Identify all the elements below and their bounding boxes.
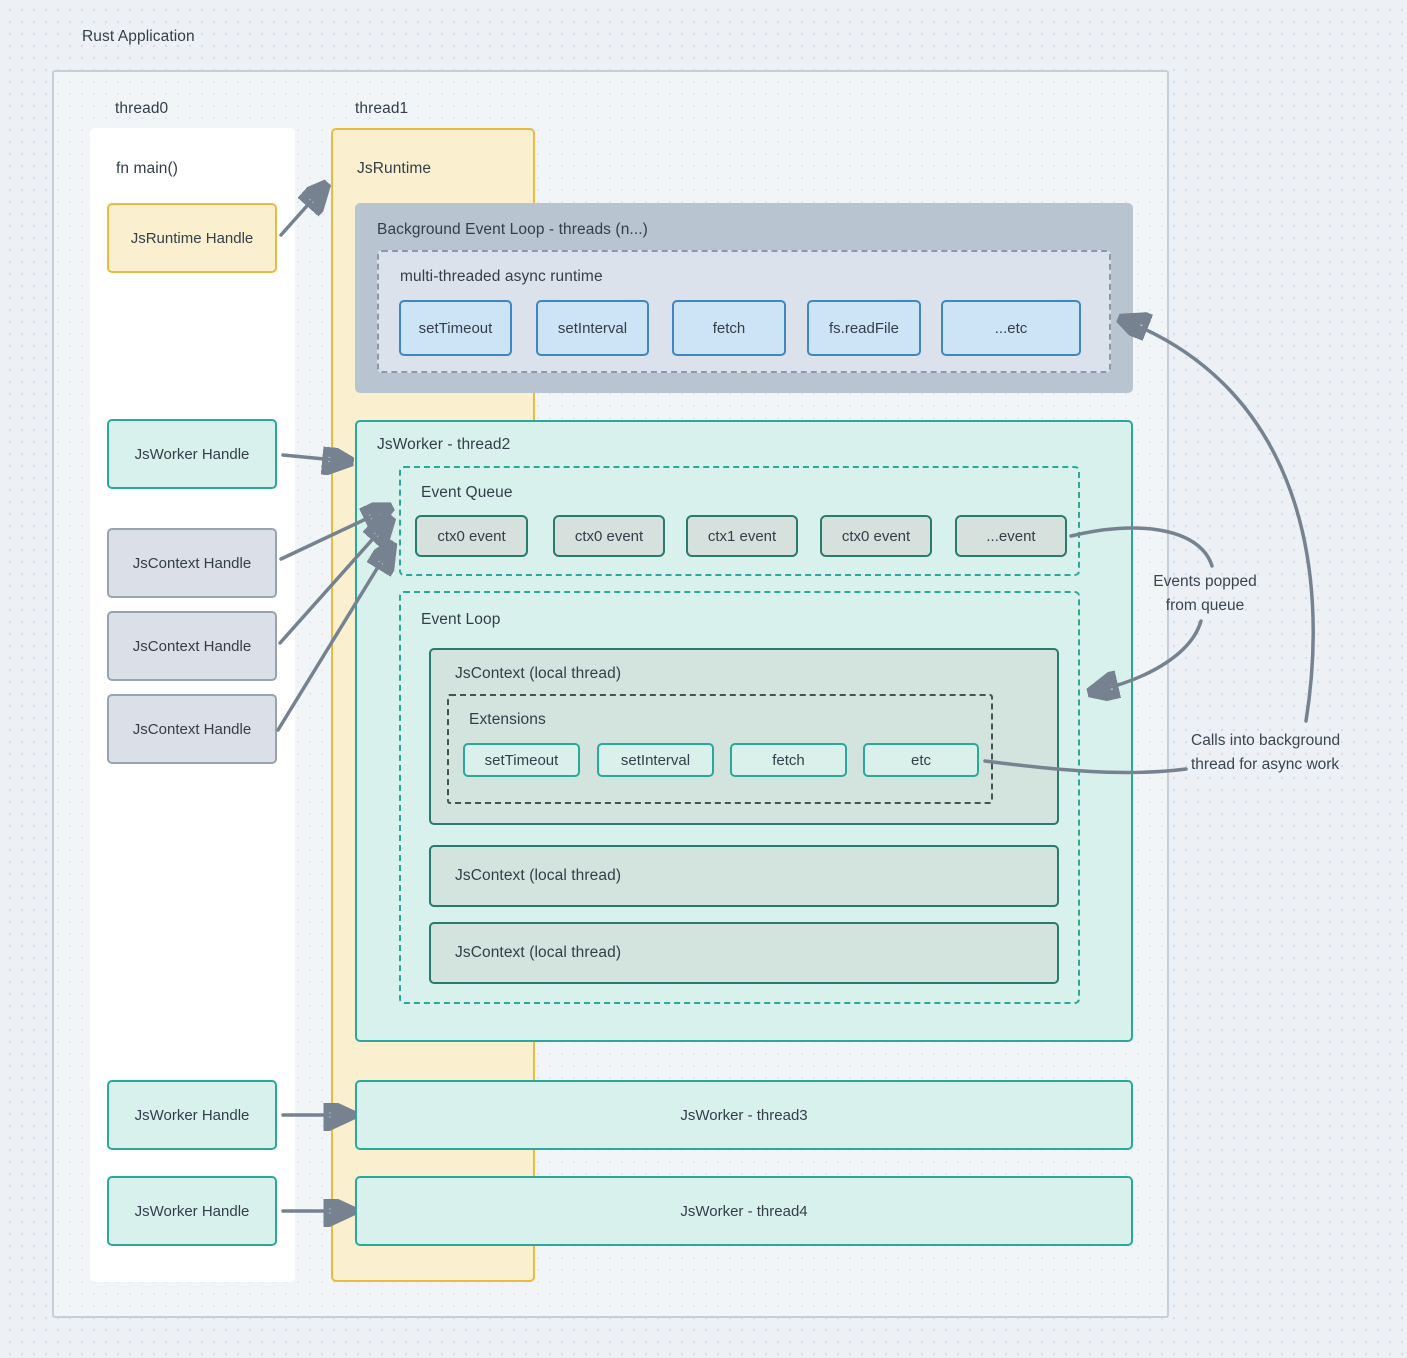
- async-runtime-title: multi-threaded async runtime: [400, 268, 603, 285]
- jsruntime-title: JsRuntime: [357, 160, 432, 177]
- jsruntime-handle-box: JsRuntime Handle: [107, 203, 277, 273]
- background-event-loop-title: Background Event Loop - threads (n...): [377, 221, 648, 238]
- annotation-calls-line1: Calls into background: [1191, 732, 1341, 749]
- jscontext-handle-box-1: JsContext Handle: [107, 528, 277, 598]
- event-queue-item: ...event: [955, 515, 1067, 557]
- jsworker-thread2-panel: JsWorker - thread2 Event Queue ctx0 even…: [355, 420, 1133, 1042]
- jscontext-local-thread-2: JsContext (local thread): [429, 845, 1059, 907]
- jsworker-handle-box-1: JsWorker Handle: [107, 419, 277, 489]
- async-runtime-box: multi-threaded async runtime setTimeout …: [377, 250, 1111, 373]
- jscontext-1-title: JsContext (local thread): [455, 665, 622, 682]
- annotation-events-popped-line1: Events popped: [1153, 573, 1257, 590]
- thread0-label: thread0: [115, 100, 169, 117]
- jscontext-3-title: JsContext (local thread): [455, 944, 622, 961]
- async-op-fsreadfile: fs.readFile: [807, 300, 921, 356]
- jscontext-handle-box-3: JsContext Handle: [107, 694, 277, 764]
- extensions-title: Extensions: [469, 711, 546, 728]
- event-loop-box: Event Loop JsContext (local thread) Exte…: [399, 591, 1080, 1004]
- event-queue-item: ctx0 event: [553, 515, 665, 557]
- extension-settimeout: setTimeout: [463, 743, 580, 777]
- async-op-fetch: fetch: [672, 300, 786, 356]
- annotation-calls-into-background: Calls into background thread for async w…: [1191, 729, 1381, 777]
- jscontext-2-title: JsContext (local thread): [455, 867, 622, 884]
- async-op-settimeout: setTimeout: [399, 300, 512, 356]
- jsworker-handle-box-2: JsWorker Handle: [107, 1080, 277, 1150]
- async-op-etc: ...etc: [941, 300, 1081, 356]
- jsworker-thread3-panel: JsWorker - thread3: [355, 1080, 1133, 1150]
- event-queue-title: Event Queue: [421, 484, 513, 501]
- extension-fetch: fetch: [730, 743, 847, 777]
- event-queue-box: Event Queue ctx0 event ctx0 event ctx1 e…: [399, 466, 1080, 576]
- page-title: Rust Application: [82, 28, 195, 45]
- jsworker-thread2-title: JsWorker - thread2: [377, 436, 511, 453]
- async-op-setinterval: setInterval: [536, 300, 649, 356]
- jscontext-local-thread-1: JsContext (local thread) Extensions setT…: [429, 648, 1059, 825]
- thread1-label: thread1: [355, 100, 409, 117]
- annotation-events-popped: Events popped from queue: [1125, 570, 1285, 618]
- fn-main-label: fn main(): [116, 160, 179, 177]
- annotation-calls-line2: thread for async work: [1191, 756, 1340, 773]
- annotation-events-popped-line2: from queue: [1165, 597, 1245, 614]
- jsworker-thread4-panel: JsWorker - thread4: [355, 1176, 1133, 1246]
- background-event-loop-panel: Background Event Loop - threads (n...) m…: [355, 203, 1133, 393]
- event-queue-item: ctx0 event: [820, 515, 932, 557]
- extension-etc: etc: [863, 743, 979, 777]
- jscontext-handle-box-2: JsContext Handle: [107, 611, 277, 681]
- event-queue-item: ctx0 event: [415, 515, 528, 557]
- extension-setinterval: setInterval: [597, 743, 714, 777]
- jscontext-local-thread-3: JsContext (local thread): [429, 922, 1059, 984]
- event-queue-item: ctx1 event: [686, 515, 798, 557]
- event-loop-title: Event Loop: [421, 611, 501, 628]
- jsworker-handle-box-3: JsWorker Handle: [107, 1176, 277, 1246]
- extensions-box: Extensions setTimeout setInterval fetch …: [447, 694, 993, 804]
